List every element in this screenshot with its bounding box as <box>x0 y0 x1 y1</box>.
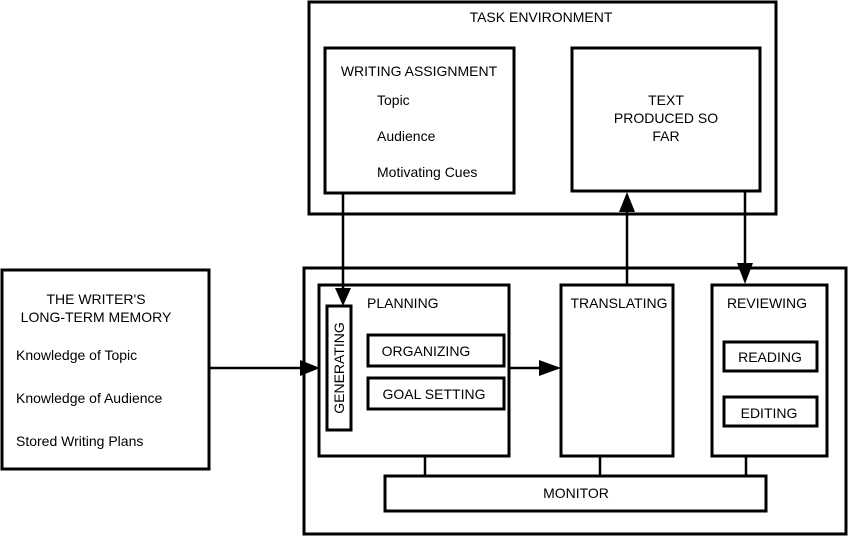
planning: PLANNING GENERATING ORGANIZING GOAL SETT… <box>317 283 511 458</box>
writing-assignment-title: WRITING ASSIGNMENT <box>341 63 498 79</box>
goal-setting-box <box>366 376 506 411</box>
arrow-planning-to-translating <box>509 360 561 376</box>
reviewing-title: REVIEWING <box>727 295 807 311</box>
monitor-box <box>383 474 768 513</box>
long-term-memory-item: Stored Writing Plans <box>16 433 143 449</box>
writing-assignment-item: Motivating Cues <box>377 164 477 180</box>
translating-title: TRANSLATING <box>571 295 668 311</box>
writing-assignment: WRITING ASSIGNMENT Topic Audience Motiva… <box>323 46 516 195</box>
planning-title: PLANNING <box>367 295 439 311</box>
arrow-memory-to-planning <box>209 360 320 376</box>
monitor: MONITOR <box>383 474 768 513</box>
writing-assignment-item: Audience <box>377 128 436 144</box>
writing-assignment-item: Topic <box>377 92 410 108</box>
long-term-memory-item: Knowledge of Audience <box>16 390 163 406</box>
arrow-text-to-reviewing <box>737 191 753 284</box>
text-produced-line: PRODUCED SO <box>614 110 718 126</box>
translating-box <box>559 283 675 458</box>
editing-label: EDITING <box>741 405 798 421</box>
reading-label: READING <box>738 349 802 365</box>
writing-assignment-box <box>323 46 516 195</box>
monitor-label: MONITOR <box>543 485 609 501</box>
long-term-memory-title: THE WRITER'S <box>46 291 145 307</box>
organizing-box <box>366 333 506 368</box>
reading-box <box>722 340 819 373</box>
long-term-memory-item: Knowledge of Topic <box>16 347 137 363</box>
long-term-memory-box <box>0 268 211 471</box>
generating-box <box>325 304 353 432</box>
goal-setting-label: GOAL SETTING <box>383 386 486 402</box>
text-produced-line: TEXT <box>648 92 684 108</box>
text-produced-box <box>570 46 762 193</box>
text-produced-so-far: TEXT PRODUCED SO FAR <box>570 46 762 193</box>
task-environment-title: TASK ENVIRONMENT <box>470 9 613 25</box>
translating: TRANSLATING <box>559 283 675 458</box>
long-term-memory-title: LONG-TERM MEMORY <box>21 309 172 325</box>
reviewing: REVIEWING READING EDITING <box>710 283 829 458</box>
arrow-assignment-to-generating <box>335 193 351 306</box>
editing-box <box>722 395 819 428</box>
task-environment: TASK ENVIRONMENT WRITING ASSIGNMENT Topi… <box>307 0 778 216</box>
writing-process: PLANNING GENERATING ORGANIZING GOAL SETT… <box>302 266 848 536</box>
text-produced-line: FAR <box>652 128 679 144</box>
long-term-memory: THE WRITER'S LONG-TERM MEMORY Knowledge … <box>0 268 211 471</box>
organizing-label: ORGANIZING <box>382 343 471 359</box>
generating-label: GENERATING <box>331 322 347 414</box>
arrow-translating-to-text <box>619 192 635 285</box>
